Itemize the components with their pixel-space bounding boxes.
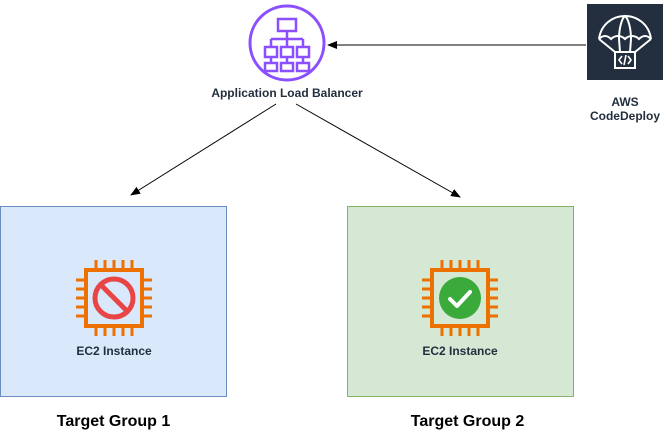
target-group-1-box — [0, 206, 227, 397]
target-group-2-title: Target Group 2 — [410, 413, 525, 430]
tg1-instance-label: EC2 Instance — [76, 344, 152, 358]
check-circle-icon — [439, 277, 481, 319]
codedeploy-node — [587, 4, 663, 80]
codedeploy-label-line1: AWS — [611, 95, 639, 109]
alb-label: Application Load Balancer — [211, 86, 363, 100]
prohibited-icon — [92, 276, 136, 320]
load-balancer-icon — [248, 4, 326, 82]
parachute-code-icon — [598, 14, 652, 69]
arrow-alb-to-tg1 — [130, 103, 277, 196]
ec2-chip-icon — [76, 260, 152, 336]
target-group-1-title: Target Group 1 — [56, 413, 171, 430]
tg2-instance-label: EC2 Instance — [422, 344, 498, 358]
codedeploy-label-line2: CodeDeploy — [589, 109, 660, 123]
arrow-alb-to-tg2 — [295, 103, 461, 198]
ec2-chip-icon — [422, 260, 498, 336]
